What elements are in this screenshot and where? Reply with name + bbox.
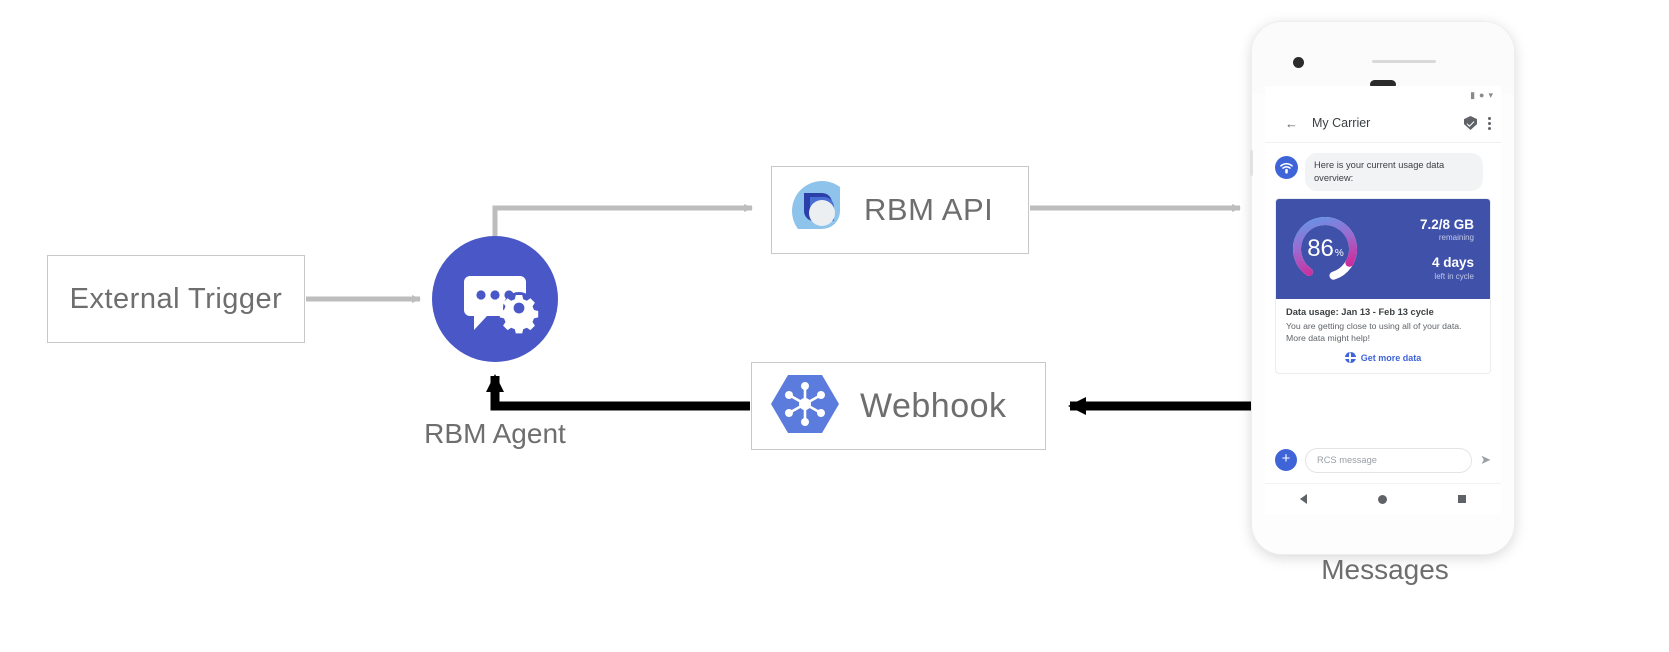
wire-agent-to-api	[492, 204, 753, 236]
back-arrow-icon[interactable]: ←	[1285, 115, 1298, 131]
rbm-agent-circle	[432, 236, 558, 362]
app-bar: ← My Carrier	[1265, 104, 1501, 143]
data-remaining-value: 7.2/8 GB	[1419, 216, 1474, 232]
rich-card-title: Data usage: Jan 13 - Feb 13 cycle	[1286, 306, 1434, 317]
rcs-message-input[interactable]: RCS message	[1305, 447, 1473, 473]
nav-home-icon[interactable]	[1377, 494, 1387, 504]
android-nav-bar	[1265, 483, 1501, 514]
verified-shield-icon	[1464, 116, 1477, 130]
gauge-percent-number: 86	[1307, 234, 1334, 262]
rich-card[interactable]: 86% 7.2/8 GB remaining 4 days left in cy…	[1275, 197, 1491, 375]
usage-gauge: 86%	[1288, 212, 1362, 286]
data-remaining-label: remaining	[1438, 233, 1474, 243]
carrier-wifi-avatar-icon	[1275, 156, 1298, 179]
message-bubble: Here is your current usage data overview…	[1305, 153, 1483, 191]
sensor-strip-icon	[1372, 60, 1436, 63]
conversation-title: My Carrier	[1312, 116, 1371, 130]
incoming-message-row: Here is your current usage data overview…	[1265, 153, 1501, 191]
message-thread: Here is your current usage data overview…	[1265, 143, 1501, 469]
node-external-trigger[interactable]: External Trigger	[47, 255, 305, 343]
phone-screen: ▮ ● ▾ ← My Carrier	[1265, 86, 1501, 514]
attach-plus-button[interactable]: +	[1275, 449, 1297, 471]
wifi-icon: ●	[1479, 89, 1485, 100]
node-rbm-agent[interactable]	[432, 236, 558, 362]
volume-button[interactable]	[1250, 150, 1253, 176]
nav-recents-icon[interactable]	[1457, 495, 1466, 503]
wire-webhook-to-agent	[486, 374, 750, 411]
battery-icon: ▾	[1488, 89, 1493, 100]
nav-back-icon[interactable]	[1300, 494, 1308, 504]
phone-mockup: ▮ ● ▾ ← My Carrier	[1250, 22, 1514, 554]
days-left-value: 4 days	[1431, 255, 1474, 271]
gauge-percent-symbol: %	[1334, 248, 1344, 260]
get-more-data-label: Get more data	[1360, 352, 1422, 363]
messages-caption: Messages	[1321, 554, 1449, 585]
hero-stats: 7.2/8 GB remaining 4 days left in cycle	[1420, 217, 1478, 281]
get-more-data-button[interactable]: Get more data	[1286, 344, 1480, 367]
node-rbm-api[interactable]: RBM API	[771, 166, 1029, 254]
rbm-api-label: RBM API	[864, 192, 994, 227]
rcs-message-placeholder: RCS message	[1317, 455, 1377, 465]
earpiece-speaker-icon	[1370, 80, 1396, 89]
external-trigger-label: External Trigger	[69, 282, 283, 315]
days-left-label: left in cycle	[1434, 271, 1474, 281]
signal-icon: ▮	[1470, 89, 1476, 100]
send-icon[interactable]: ➤	[1480, 452, 1491, 467]
message-composer: + RCS message ➤	[1265, 440, 1501, 480]
overflow-menu-icon[interactable]	[1488, 116, 1491, 130]
hexagon-nodes-icon	[770, 371, 840, 442]
status-bar: ▮ ● ▾	[1265, 86, 1501, 104]
rich-card-hero: 86% 7.2/8 GB remaining 4 days left in cy…	[1276, 198, 1490, 299]
front-camera-icon	[1293, 57, 1304, 68]
chat-gear-icon	[432, 276, 558, 366]
rich-card-body: Data usage: Jan 13 - Feb 13 cycle You ar…	[1276, 299, 1490, 374]
gauge-percent-value: 86%	[1288, 212, 1362, 286]
rbm-api-droplet-icon	[788, 177, 850, 244]
rich-card-description: You are getting close to using all of yo…	[1286, 320, 1462, 343]
globe-icon	[1344, 352, 1356, 364]
node-webhook[interactable]: Webhook	[751, 362, 1046, 450]
rbm-agent-caption: RBM Agent	[424, 418, 566, 449]
webhook-label: Webhook	[860, 386, 1007, 425]
